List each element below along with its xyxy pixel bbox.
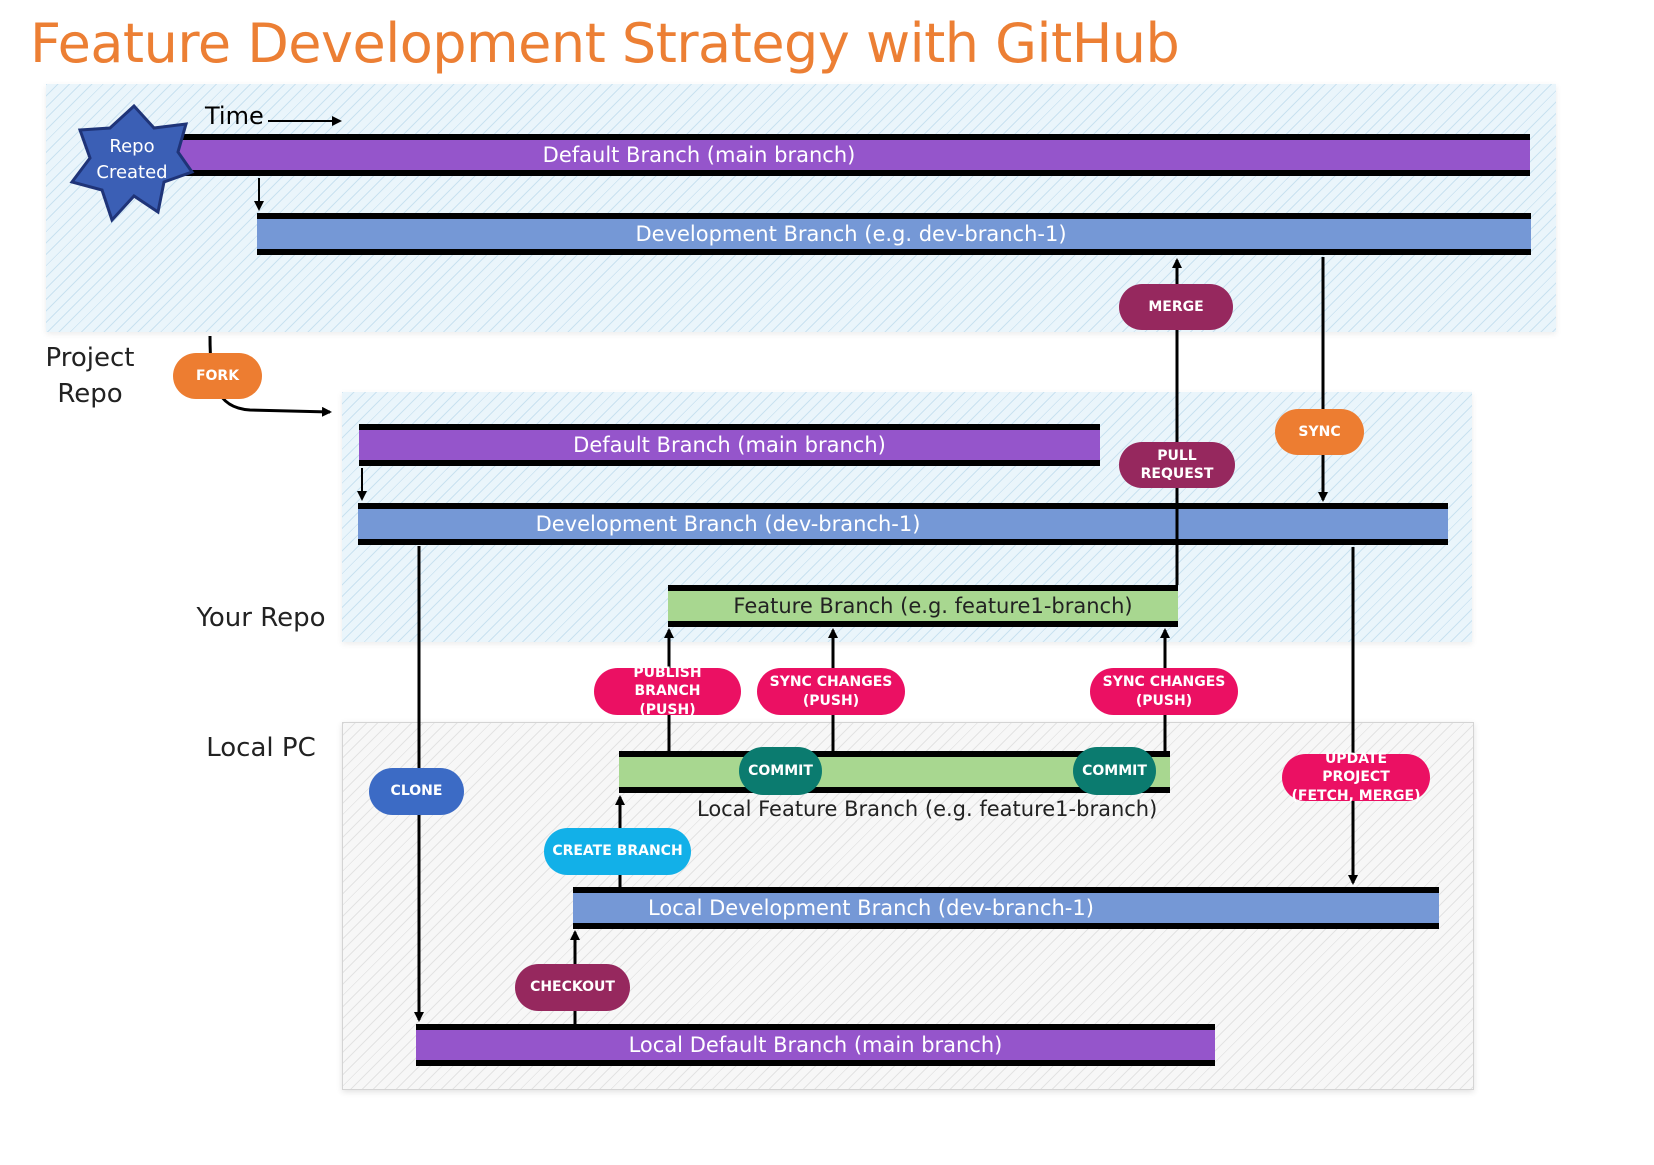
your-feature-branch: Feature Branch (e.g. feature1-branch)	[668, 585, 1178, 627]
project-dev-branch: Development Branch (e.g. dev-branch-1)	[257, 213, 1531, 255]
your-default-branch: Default Branch (main branch)	[359, 424, 1100, 466]
publish-branch-sub: (PUSH)	[639, 701, 696, 718]
project-repo-label: Project Repo	[40, 340, 140, 413]
publish-branch-action: PUBLISH BRANCH (PUSH)	[594, 665, 741, 718]
local-dev-branch: Local Development Branch (dev-branch-1)	[573, 887, 1439, 929]
local-pc-label: Local PC	[206, 733, 316, 763]
fork-action: FORK	[173, 353, 262, 399]
repo-created-line2: Created	[96, 162, 168, 184]
clone-action: CLONE	[369, 768, 464, 815]
repo-created-badge-text: Repo Created	[86, 134, 178, 186]
project-repo-label-line2: Repo	[57, 379, 123, 410]
local-default-branch: Local Default Branch (main branch)	[416, 1024, 1215, 1066]
local-feature-branch-label: Local Feature Branch (e.g. feature1-bran…	[697, 797, 1158, 821]
sync-changes-action-a: SYNC CHANGES (PUSH)	[757, 668, 905, 715]
sync-changes-b-label: SYNC CHANGES	[1102, 674, 1226, 691]
commit-action-b: COMMIT	[1073, 747, 1156, 795]
pull-request-action: PULL REQUEST	[1119, 442, 1235, 488]
create-branch-action: CREATE BRANCH	[544, 828, 691, 875]
your-repo-label: Your Repo	[196, 603, 326, 633]
checkout-action: CHECKOUT	[515, 964, 630, 1011]
update-project-label: UPDATE PROJECT	[1322, 751, 1390, 786]
sync-action: SYNC	[1275, 409, 1364, 455]
sync-changes-b-sub: (PUSH)	[1135, 692, 1193, 709]
repo-created-badge-star	[69, 103, 195, 223]
project-repo-zone	[46, 84, 1556, 332]
update-project-action: UPDATE PROJECT (FETCH, MERGE)	[1282, 751, 1430, 804]
sync-changes-action-b: SYNC CHANGES (PUSH)	[1090, 668, 1238, 715]
repo-created-line1: Repo	[109, 136, 155, 157]
time-label: Time	[205, 102, 264, 130]
merge-action: MERGE	[1119, 284, 1233, 330]
project-default-branch: Default Branch (main branch)	[168, 134, 1530, 176]
your-dev-branch: Development Branch (dev-branch-1)	[358, 503, 1448, 545]
update-project-sub: (FETCH, MERGE)	[1291, 787, 1421, 804]
diagram-title: Feature Development Strategy with GitHub	[30, 12, 1180, 75]
commit-action-a: COMMIT	[739, 747, 822, 795]
project-repo-label-line1: Project	[45, 343, 135, 373]
sync-changes-a-label: SYNC CHANGES	[769, 674, 893, 691]
publish-branch-label: PUBLISH BRANCH	[633, 665, 702, 700]
sync-changes-a-sub: (PUSH)	[802, 692, 860, 709]
